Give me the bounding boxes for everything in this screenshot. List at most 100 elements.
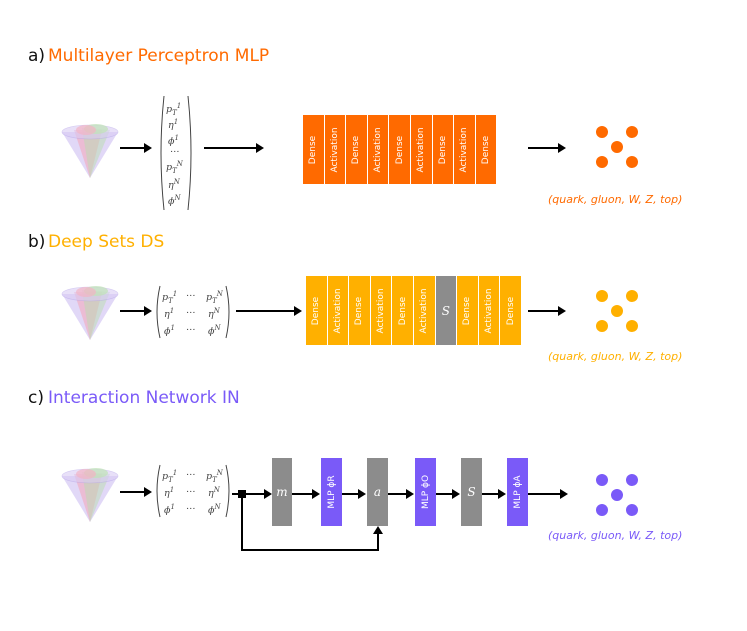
section-b-title: Deep Sets DS (48, 232, 165, 252)
layer-block: Dense (389, 115, 411, 184)
s-block: S (461, 458, 482, 526)
jet-cone-icon (61, 286, 119, 340)
layer-block: Activation (370, 276, 393, 345)
matrix-entry: ϕ1 (164, 503, 175, 517)
layer-block: Activation (411, 115, 433, 184)
vector-entry: … (170, 144, 180, 155)
arrow-icon (236, 306, 302, 316)
output-classes-icon (596, 290, 642, 336)
output-classes-icon (596, 474, 642, 520)
vector-entry: ϕ1 (168, 134, 179, 148)
matrix-entry: η1 (164, 307, 175, 321)
ds-layer-stack: Dense Activation Dense Activation Dense Activ… (306, 276, 522, 345)
layer-label: Activation (459, 126, 470, 173)
sum-block: S (435, 276, 458, 345)
matrix-entry: ϕ1 (164, 324, 175, 338)
input-matrix: pT1 … pTN η1 … ηN ϕ1 … ϕN (154, 463, 232, 519)
m-block: m (272, 458, 292, 526)
vector-entry: pT1 (166, 102, 182, 118)
layer-label: Dense (354, 296, 365, 325)
output-label: (quark, gluon, W, Z, top) (548, 193, 683, 206)
section-c-letter: c) (28, 388, 44, 408)
mlp-a-block: MLP ϕA (507, 458, 528, 526)
matrix-entry: pT1 (162, 469, 178, 485)
layer-label: Dense (311, 296, 322, 325)
layer-label: Dense (394, 135, 405, 164)
layer-block: Activation (324, 115, 347, 184)
vector-entry: ϕN (168, 194, 181, 208)
layer-block: Activation (478, 276, 501, 345)
layer-block: Dense (500, 276, 522, 345)
m-block-label: m (276, 485, 288, 499)
vector-entry: ηN (168, 178, 180, 192)
matrix-entry: … (186, 305, 196, 316)
mlp-r-label: MLP ϕR (326, 475, 337, 509)
matrix-entry: ηN (208, 307, 220, 321)
output-label: (quark, gluon, W, Z, top) (548, 350, 683, 363)
layer-block: Activation (414, 276, 436, 345)
jet-cone-icon (61, 124, 119, 178)
layer-block: Dense (457, 276, 479, 345)
section-c-title: Interaction Network IN (48, 388, 240, 408)
layer-block: Dense (432, 115, 455, 184)
section-a-letter: a) (28, 46, 46, 66)
input-vector: pT1 η1 ϕ1 … pTN ηN ϕN (158, 94, 194, 212)
vector-entry: pTN (166, 160, 183, 176)
layer-label: Activation (419, 287, 430, 334)
layer-label: Activation (376, 287, 387, 334)
arrow-icon (528, 143, 566, 153)
a-block-label: a (373, 485, 382, 499)
mlp-layer-stack: Dense Activation Dense Activation Dense Activ… (303, 115, 498, 184)
layer-block: Activation (327, 276, 350, 345)
matrix-entry: pTN (206, 469, 223, 485)
layer-block: Dense (303, 115, 325, 184)
layer-label: Activation (329, 126, 340, 173)
layer-block: Dense (306, 276, 328, 345)
matrix-entry: … (186, 484, 196, 495)
arrow-icon (120, 143, 152, 153)
section-a-title: Multilayer Perceptron MLP (48, 46, 270, 66)
layer-block: Dense (475, 115, 498, 184)
matrix-entry: pTN (206, 290, 223, 306)
layer-label: Dense (351, 135, 362, 164)
mlp-r-block: MLP ϕR (321, 458, 342, 526)
input-matrix: pT1 … pTN η1 … ηN ϕ1 … ϕN (154, 284, 232, 340)
s-block-label: S (467, 485, 476, 499)
vector-entry: η1 (168, 118, 179, 132)
layer-block: Dense (346, 115, 368, 184)
layer-label: Dense (481, 135, 492, 164)
section-b-letter: b) (28, 232, 46, 252)
layer-label: Dense (308, 135, 319, 164)
matrix-entry: … (186, 322, 196, 333)
matrix-entry: … (186, 288, 196, 299)
matrix-entry: … (186, 501, 196, 512)
a-block: a (367, 458, 388, 526)
matrix-entry: ηN (208, 486, 220, 500)
layer-block: Dense (392, 276, 414, 345)
interaction-network-connectors (232, 489, 568, 551)
layer-label: Activation (332, 287, 343, 334)
layer-label: Activation (416, 126, 427, 173)
matrix-entry: … (186, 467, 196, 478)
arrow-icon (120, 487, 152, 497)
layer-label: Dense (437, 135, 448, 164)
layer-block: Activation (454, 115, 476, 184)
matrix-entry: pT1 (162, 290, 178, 306)
mlp-a-label: MLP ϕA (512, 475, 523, 509)
jet-cone-icon (61, 468, 119, 522)
arrow-icon (120, 306, 152, 316)
matrix-entry: η1 (164, 486, 175, 500)
layer-label: Dense (462, 296, 473, 325)
layer-label: Activation (373, 126, 384, 173)
arrow-icon (528, 306, 566, 316)
arrow-icon (204, 143, 264, 153)
mlp-o-label: MLP ϕO (420, 474, 431, 510)
sum-label: S (441, 303, 451, 318)
output-classes-icon (596, 126, 642, 172)
layer-label: Dense (397, 296, 408, 325)
mlp-o-block: MLP ϕO (415, 458, 436, 526)
layer-label: Dense (505, 296, 516, 325)
layer-block: Activation (367, 115, 390, 184)
layer-label: Activation (484, 287, 495, 334)
output-label: (quark, gluon, W, Z, top) (548, 529, 683, 542)
